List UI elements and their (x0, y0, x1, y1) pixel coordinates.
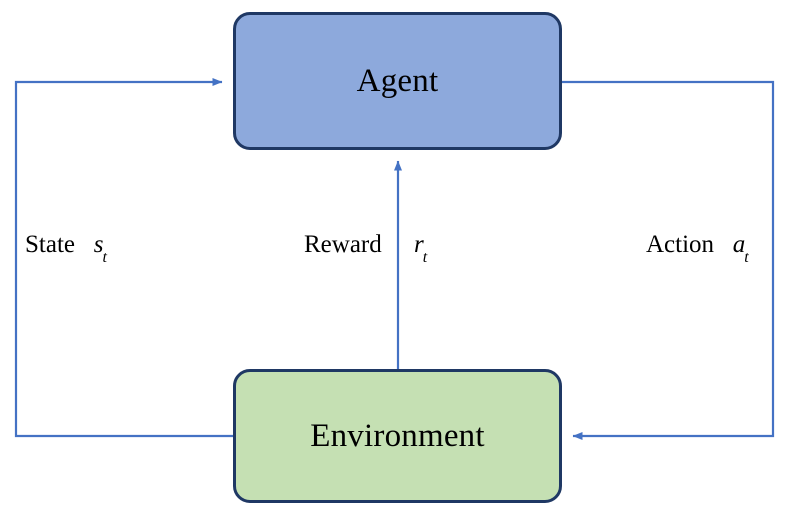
state-symbol: s (93, 231, 104, 258)
action-edge-label: Action at (646, 231, 750, 266)
action-connector-arrow (562, 80, 775, 440)
state-subscript: t (102, 249, 107, 266)
action-symbol: a (732, 231, 746, 258)
reward-edge-label-text: Reward (304, 231, 382, 258)
reward-subscript: t (422, 249, 428, 266)
state-edge-label: State st (25, 231, 108, 266)
action-subscript: t (744, 249, 749, 266)
reward-edge-label: Reward (304, 232, 382, 257)
environment-node-label: Environment (310, 417, 485, 454)
agent-node[interactable]: Agent (233, 12, 562, 150)
state-edge-label-text: State (25, 231, 75, 258)
agent-node-label: Agent (356, 62, 439, 99)
action-edge-label-text: Action (646, 231, 715, 258)
reward-symbol: r (414, 231, 424, 258)
state-connector-arrow (14, 78, 233, 438)
environment-node[interactable]: Environment (233, 369, 562, 503)
reward-symbol-group: rt (414, 231, 428, 266)
